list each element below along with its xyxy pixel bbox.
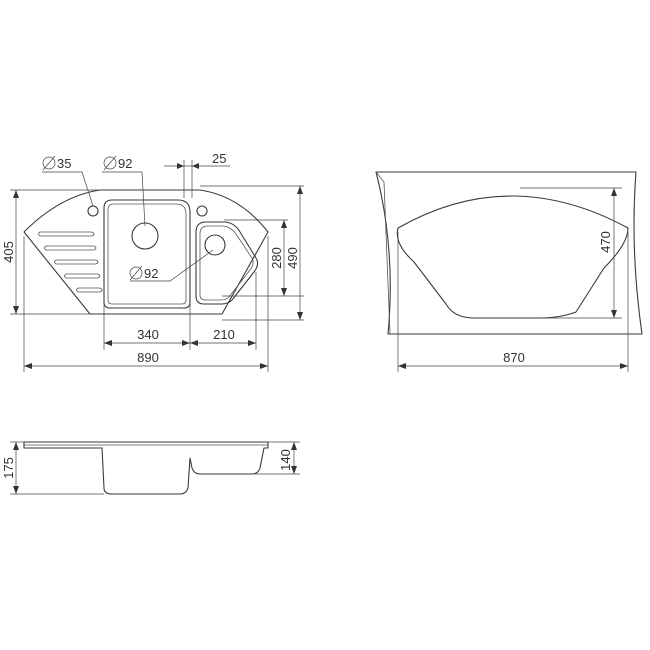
- small-bowl-inner: [199, 225, 254, 301]
- main-bowl-width-label: 340: [137, 327, 159, 342]
- small-drain-diameter-label: 92: [144, 266, 158, 281]
- small-bowl-height-label: 140: [278, 449, 293, 471]
- small-drain: [204, 234, 226, 256]
- cutout-outline: [396, 195, 629, 319]
- main-drain: [131, 222, 159, 250]
- cutout-depth-label: 470: [598, 231, 613, 253]
- cutout-view: 470 870: [375, 171, 643, 372]
- inner-depth-label: 280: [269, 247, 284, 269]
- drainer-grooves: [38, 231, 103, 293]
- sink-outline: [23, 189, 269, 315]
- main-drain-diameter-label: 92: [118, 156, 132, 171]
- tap-hole-left: [87, 205, 99, 217]
- side-profile: [23, 441, 269, 495]
- total-height-label: 175: [1, 457, 16, 479]
- small-bowl: [195, 221, 259, 305]
- overall-width-label: 890: [137, 350, 159, 365]
- rim-width-label: 25: [212, 151, 226, 166]
- top-view: 35 92 92 25 405 280 490: [1, 151, 304, 372]
- tap-hole-right: [196, 205, 208, 217]
- tap-hole-diameter-label: 35: [57, 156, 71, 171]
- side-view: 175 140: [1, 441, 300, 495]
- overall-depth-label: 405: [1, 241, 16, 263]
- small-bowl-width-label: 210: [213, 327, 235, 342]
- main-bowl-inner: [107, 203, 187, 305]
- main-bowl: [103, 199, 191, 309]
- cutout-width-label: 870: [503, 350, 525, 365]
- countertop: [375, 171, 643, 335]
- total-depth-label: 490: [285, 247, 300, 269]
